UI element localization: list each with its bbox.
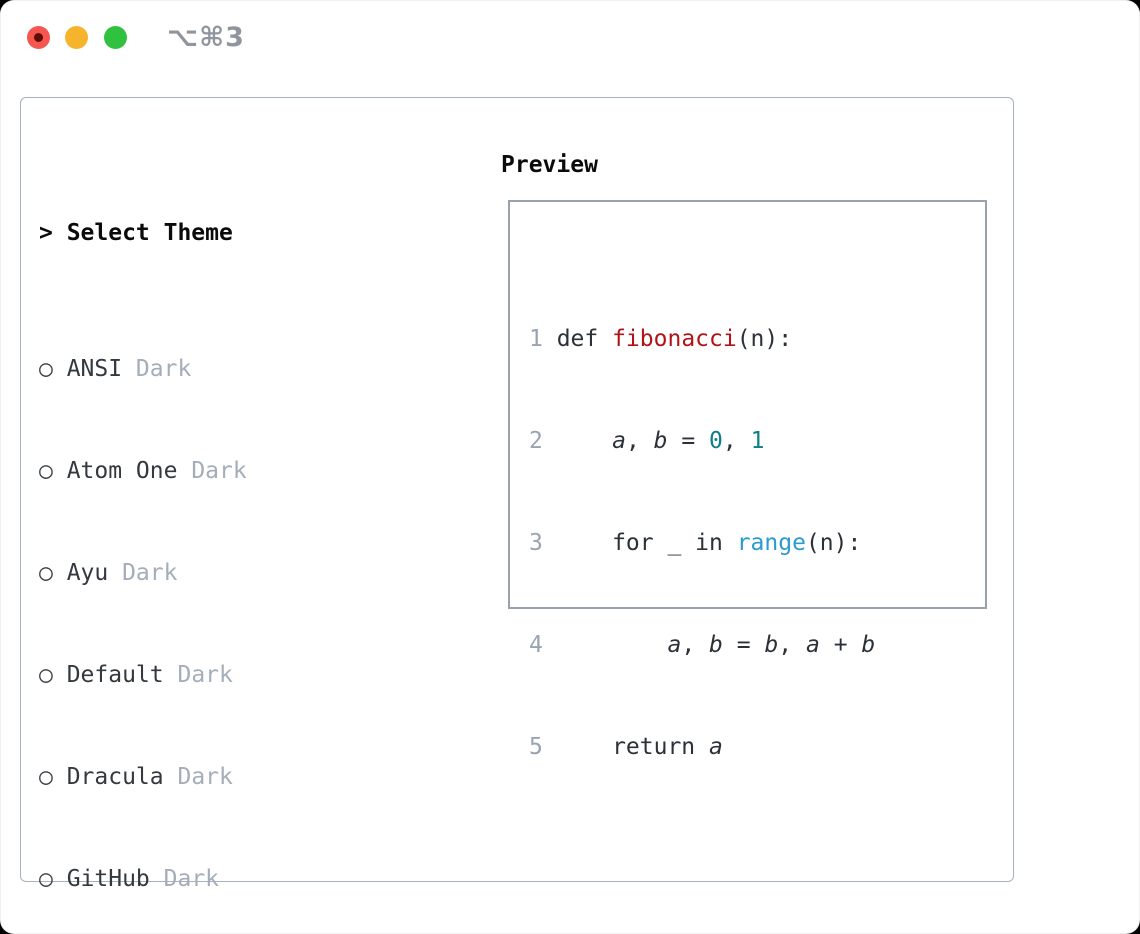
builtin-function: range (736, 530, 806, 556)
code-line-2: 2 a, b = 0, 1 (529, 424, 944, 458)
title-bar: ⌥⌘3 (0, 0, 1140, 70)
radio-icon: ○ (39, 458, 53, 484)
radio-icon: ○ (39, 356, 53, 382)
radio-icon: ○ (39, 764, 53, 790)
window-title: ⌥⌘3 (167, 22, 245, 53)
line-number: 5 (529, 734, 543, 760)
code-line-4: 4 a, b = b, a + b (529, 628, 944, 662)
maximize-button[interactable] (104, 26, 127, 49)
close-dot-icon (34, 33, 43, 42)
minimize-button[interactable] (65, 26, 88, 49)
number-literal: 0 (709, 428, 723, 454)
line-number: 1 (529, 326, 543, 352)
line-number: 4 (529, 632, 543, 658)
line-number: 2 (529, 428, 543, 454)
code-line-5: 5 return a (529, 730, 944, 764)
radio-icon: ○ (39, 662, 53, 688)
select-theme-header: > Select Theme (39, 216, 427, 250)
radio-icon: ○ (39, 866, 53, 892)
preview-title: Preview (501, 152, 598, 178)
select-theme-title: Select Theme (66, 220, 233, 246)
function-name: fibonacci (612, 326, 737, 352)
radio-icon: ○ (39, 560, 53, 586)
number-literal: 1 (750, 428, 765, 454)
cursor-icon: > (39, 220, 53, 246)
line-number: 3 (529, 530, 543, 556)
code-line-3: 3 for _ in range(n): (529, 526, 944, 560)
blank-line (529, 832, 944, 866)
close-button[interactable] (27, 26, 50, 49)
